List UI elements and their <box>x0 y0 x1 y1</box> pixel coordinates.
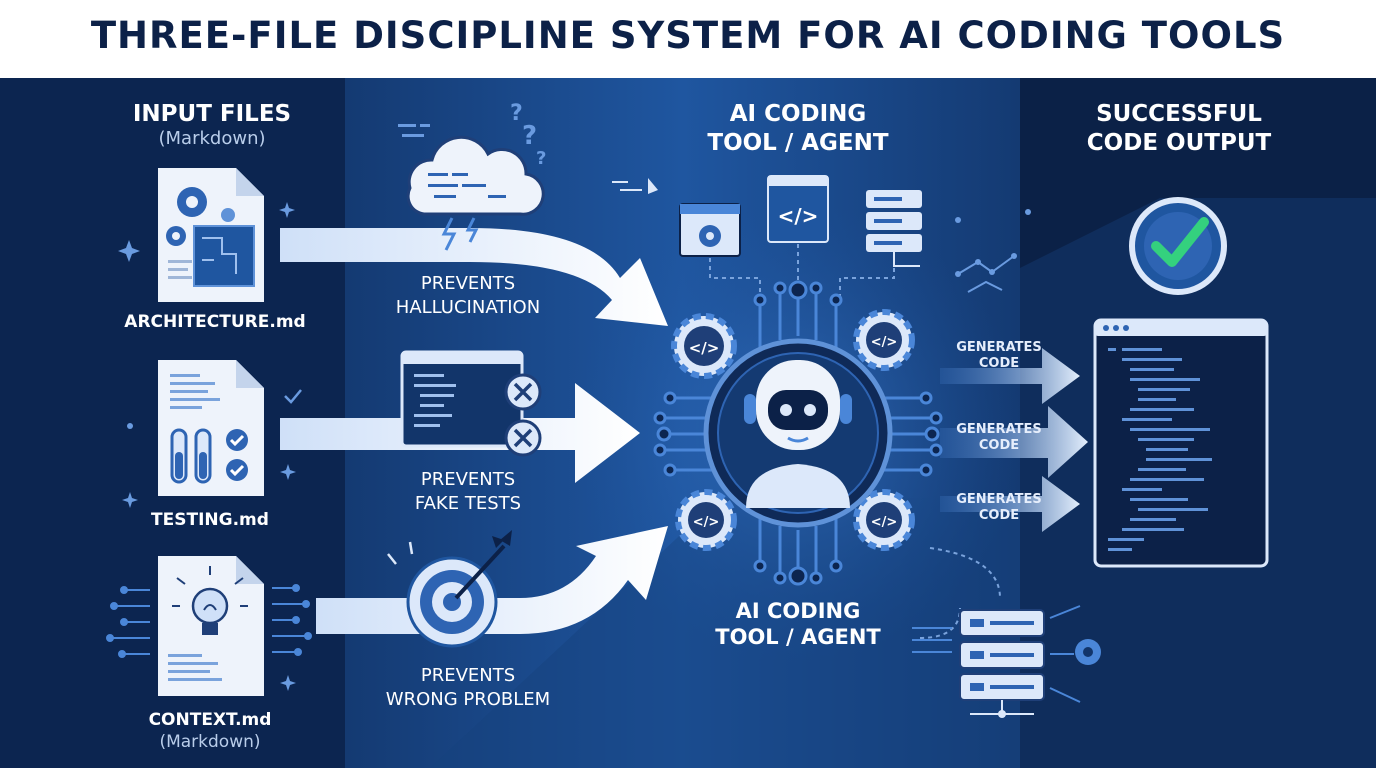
blueprint-gears-icon <box>166 187 255 287</box>
prevents-line1: PREVENTS <box>420 665 516 686</box>
circuit-lines-hub <box>664 292 932 574</box>
generates-code-label-1: GENERATES CODE <box>944 340 1054 372</box>
svg-text:</>: </> <box>693 515 720 530</box>
testing-file-label: TESTING.md <box>151 510 269 530</box>
svg-text:</>: </> <box>778 204 819 228</box>
prevents-line2: WRONG PROBLEM <box>385 689 551 710</box>
agent-heading-line1: AI CODING <box>735 599 861 623</box>
code-output-window <box>1093 318 1269 568</box>
prevents-line1: PREVENTS <box>420 273 516 294</box>
generates-line2: CODE <box>978 508 1020 523</box>
testing-file-card <box>158 360 302 496</box>
output-heading-line1: SUCCESSFUL <box>1096 101 1262 127</box>
canvas: ? ? ? <box>0 78 1376 768</box>
agent-heading-line1: AI CODING <box>729 101 867 127</box>
prevents-line2: HALLUCINATION <box>395 297 541 318</box>
input-files-subheading: (Markdown) <box>158 128 266 149</box>
diagram-graphics: ? ? ? <box>0 78 1376 768</box>
page-title: THREE-FILE DISCIPLINE SYSTEM FOR AI CODI… <box>90 14 1286 57</box>
agent-heading-top: AI CODING TOOL / AGENT <box>678 100 918 158</box>
generates-line1: GENERATES <box>956 492 1042 507</box>
agent-heading-line2: TOOL / AGENT <box>707 130 889 156</box>
server-stack-icon-bottom <box>912 605 1101 718</box>
code-window-icon: </> <box>767 175 829 243</box>
prevents-line1: PREVENTS <box>420 469 516 490</box>
gear-icon-bl: </> <box>675 489 737 551</box>
context-file-note: (Markdown) <box>159 732 261 752</box>
dashed-links <box>709 244 1001 639</box>
context-file-label: CONTEXT.md <box>148 710 272 730</box>
lightbulb-icon <box>168 566 248 681</box>
thought-cloud-icon: ? ? ? <box>398 101 546 251</box>
target-icon <box>387 530 512 648</box>
svg-text:</>: </> <box>689 339 720 357</box>
generates-arrow-2 <box>940 406 1088 478</box>
prevents-wrong-problem-label: PREVENTS WRONG PROBLEM <box>358 664 578 712</box>
gear-icon-tr: </> <box>853 309 915 371</box>
sparkles <box>118 202 296 691</box>
generates-arrow-3 <box>940 476 1080 532</box>
settings-window-icon <box>679 203 741 257</box>
prevents-fake-tests-label: PREVENTS FAKE TESTS <box>358 468 578 516</box>
network-dots-right <box>955 209 1031 277</box>
context-file-card <box>106 556 312 696</box>
generates-code-label-2: GENERATES CODE <box>944 422 1054 454</box>
generates-line1: GENERATES <box>956 422 1042 437</box>
svg-text:?: ? <box>536 148 546 169</box>
output-heading: SUCCESSFUL CODE OUTPUT <box>1064 100 1294 158</box>
generates-line2: CODE <box>978 438 1020 453</box>
arrow-context <box>316 526 668 634</box>
prevents-line2: FAKE TESTS <box>414 493 522 514</box>
title-bar: THREE-FILE DISCIPLINE SYSTEM FOR AI CODI… <box>0 0 1376 78</box>
checkmark-icon <box>1129 197 1227 295</box>
generates-line1: GENERATES <box>956 340 1042 355</box>
svg-text:?: ? <box>510 101 523 126</box>
generates-arrow-1 <box>940 348 1080 404</box>
check-mark-small <box>284 389 302 404</box>
output-heading-line2: CODE OUTPUT <box>1086 130 1272 156</box>
svg-text:?: ? <box>522 121 537 151</box>
test-tubes-checklist-icon <box>170 374 248 484</box>
agent-hub: </> <box>612 175 1031 639</box>
input-files-heading: INPUT FILES <box>132 101 292 127</box>
circuit-lines-left <box>106 584 312 658</box>
agent-heading-line2: TOOL / AGENT <box>715 625 881 649</box>
cursor-icon <box>648 178 658 194</box>
svg-text:</>: </> <box>871 515 898 530</box>
generates-code-label-3: GENERATES CODE <box>944 492 1054 524</box>
code-window-x-icon <box>400 350 542 457</box>
generates-line2: CODE <box>978 356 1020 371</box>
server-stack-icon-top <box>866 190 922 267</box>
agent-heading-bottom: AI CODING TOOL / AGENT <box>680 598 916 650</box>
architecture-file-label: ARCHITECTURE.md <box>124 312 306 332</box>
gear-icon-br: </> <box>853 489 915 551</box>
network-lines-right <box>957 255 1015 293</box>
prevents-hallucination-label: PREVENTS HALLUCINATION <box>358 272 578 320</box>
svg-text:</>: </> <box>871 335 898 350</box>
robot-icon <box>744 360 852 508</box>
arrow-architecture <box>280 228 668 326</box>
generates-arrows <box>940 348 1088 532</box>
gear-icon-tl: </> <box>671 313 737 379</box>
architecture-file-card <box>158 168 264 302</box>
speed-lines <box>612 181 642 191</box>
